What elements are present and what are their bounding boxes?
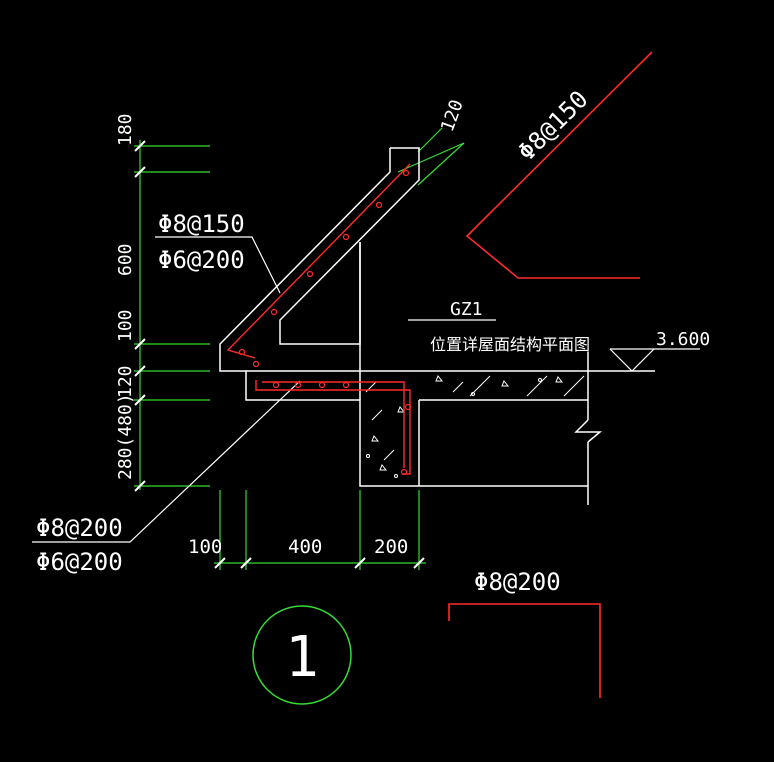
dim-vertical-180: 180 [115, 113, 136, 146]
horizontal-dimension-ticks [214, 557, 425, 569]
parapet-outline [219, 147, 655, 505]
dim-horizontal-400: 400 [288, 536, 322, 558]
dim-vertical-120: 120 [115, 365, 136, 398]
label-column-tag: GZ1 [450, 299, 483, 320]
label-slope-bar: Φ8@150 [512, 85, 593, 166]
label-elevation: 3.600 [656, 329, 710, 350]
leader-lines [32, 236, 496, 543]
dim-vertical-280-480: 280(480) [115, 393, 136, 480]
rebar-in-section [226, 163, 411, 475]
label-l-bar: Φ8@200 [474, 568, 561, 596]
detail-number: 1 [285, 625, 319, 690]
concrete-hatch [365, 375, 585, 478]
label-column-note: 位置详屋面结构平面图 [430, 335, 590, 354]
horizontal-dimension-chain [214, 490, 426, 570]
vertical-dimension-chain [134, 140, 210, 490]
dim-slope-thickness-120: 120 [437, 97, 468, 135]
label-rebar-bottom-main: Φ8@200 [36, 514, 123, 542]
dim-vertical-600: 600 [115, 243, 136, 276]
dim-horizontal-100: 100 [188, 536, 222, 558]
slope-thickness-dimension [397, 127, 465, 186]
label-rebar-bottom-dist: Φ6@200 [36, 548, 123, 576]
dim-vertical-100: 100 [115, 309, 136, 342]
detail-number-circle [252, 605, 352, 705]
label-rebar-top-dist: Φ6@200 [158, 246, 245, 274]
rebar-dots [238, 169, 412, 476]
dim-horizontal-200: 200 [374, 536, 408, 558]
l-bar-shape [448, 603, 601, 698]
label-rebar-top-main: Φ8@150 [158, 210, 245, 238]
elevation-marker [609, 348, 700, 372]
vertical-dimension-ticks [134, 140, 146, 492]
slope-bar-shape [465, 51, 653, 279]
